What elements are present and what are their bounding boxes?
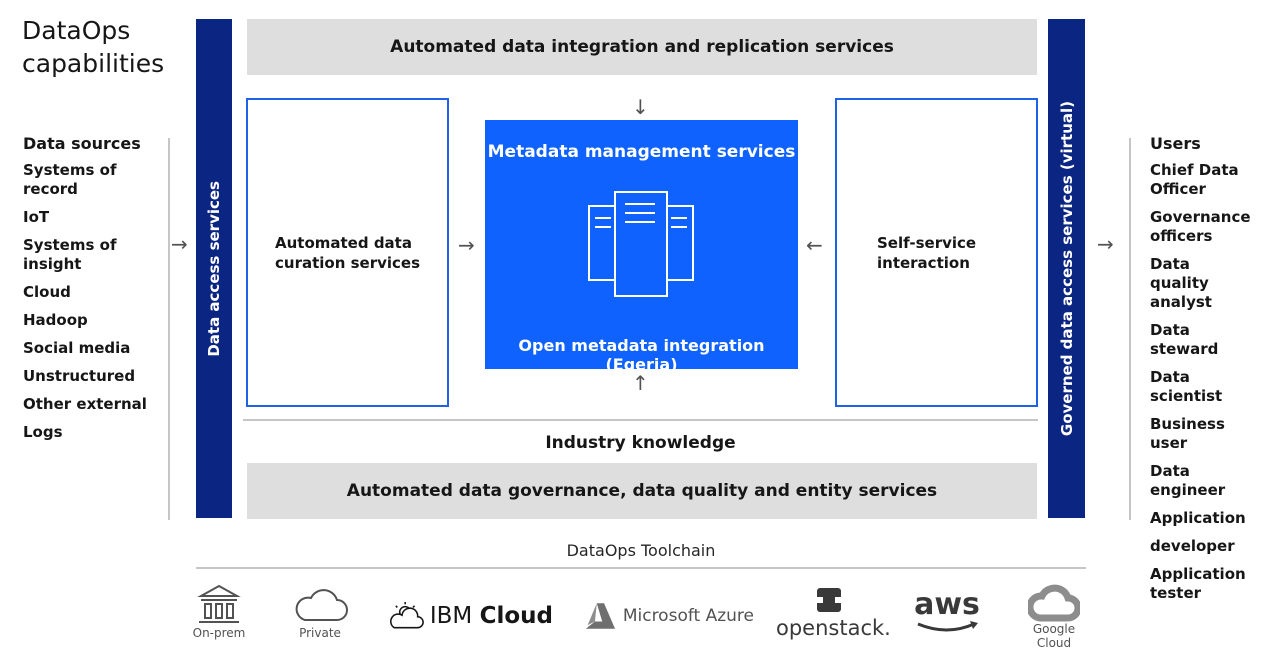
ibm-cloud-icon (390, 601, 424, 629)
azure-logo: Microsoft Azure (584, 600, 754, 632)
source-item: Social media (23, 339, 131, 357)
curation-services-label: Automated data curation services (275, 233, 421, 272)
openstack-icon (816, 588, 841, 612)
users-list: Users Chief Data Officer Governance offi… (1150, 134, 1260, 612)
openstack-text: openstack. (776, 616, 891, 640)
google-cloud-logo: Google Cloud (1016, 582, 1092, 650)
governed-access-services-label: Governed data access services (virtual) (1057, 100, 1076, 437)
aws-text: aws (914, 587, 980, 622)
source-item: Systems of insight (23, 236, 117, 273)
arrow-right-icon: → (458, 233, 475, 257)
arrow-up-icon: ↑ (632, 371, 649, 395)
governance-quality-label: Automated data governance, data quality … (346, 481, 938, 501)
governed-access-services-bar: Governed data access services (virtual) (1048, 19, 1085, 518)
arrow-left-icon: ← (806, 233, 823, 257)
arrow-right-icon: → (171, 232, 188, 256)
metadata-subtitle: Open metadata integration (Egeria) (518, 336, 765, 374)
user-item: Business user (1150, 415, 1225, 452)
user-item: Data quality analyst (1150, 255, 1212, 311)
source-item: Cloud (23, 283, 71, 301)
azure-text: Microsoft Azure (622, 606, 754, 626)
user-item: Data scientist (1150, 368, 1223, 405)
sources-divider (168, 138, 170, 520)
integration-replication-band: Automated data integration and replicati… (247, 19, 1037, 75)
self-service-box: Self-service interaction (835, 98, 1038, 407)
private-logo: Private (287, 584, 353, 640)
on-prem-logo: On-prem (190, 584, 248, 640)
page-title: DataOps capabilities (22, 16, 165, 78)
data-sources-heading: Data sources (23, 134, 141, 153)
google-cloud-text: Google Cloud (1032, 622, 1076, 650)
bank-icon (197, 584, 241, 623)
openstack-logo: openstack. (776, 586, 891, 640)
industry-divider (243, 419, 1038, 421)
users-heading: Users (1150, 134, 1201, 153)
metadata-title: Metadata management services (487, 142, 796, 162)
source-item: Logs (23, 423, 63, 441)
user-item: Application tester (1150, 565, 1246, 602)
private-text: Private (299, 626, 341, 640)
data-access-services-label: Data access services (205, 180, 223, 357)
governance-quality-band: Automated data governance, data quality … (247, 463, 1037, 519)
industry-knowledge-label: Industry knowledge (545, 433, 736, 453)
toolchain-divider (196, 567, 1086, 569)
user-item: Application (1150, 509, 1246, 527)
ibm-cloud-logo: IBM Cloud (388, 596, 553, 636)
aws-smile-icon (917, 621, 978, 632)
source-item: Other external (23, 395, 147, 413)
arrow-down-icon: ↓ (632, 95, 649, 119)
users-divider (1129, 138, 1131, 520)
metadata-management-box: Metadata management services Open metada… (485, 120, 798, 374)
source-item: Systems of record (23, 161, 117, 198)
arrow-right-icon: → (1097, 232, 1114, 256)
curation-services-box: Automated data curation services (246, 98, 449, 407)
cloud-text: Cloud (479, 603, 553, 629)
data-access-services-bar: Data access services (196, 19, 232, 518)
user-item: Chief Data Officer (1150, 161, 1239, 198)
source-item: Hadoop (23, 311, 88, 329)
user-item: Data steward (1150, 321, 1219, 358)
user-item: Governance officers (1150, 208, 1251, 245)
aws-logo: aws (908, 590, 986, 634)
user-item: developer (1150, 537, 1235, 555)
ibm-text: IBM (429, 603, 473, 629)
google-cloud-icon (1028, 584, 1080, 622)
documents-icon (588, 191, 694, 297)
user-item: Data engineer (1150, 462, 1226, 499)
source-item: IoT (23, 208, 50, 226)
source-item: Unstructured (23, 367, 136, 385)
azure-icon (585, 603, 616, 629)
cloud-icon (295, 589, 348, 621)
integration-replication-label: Automated data integration and replicati… (390, 37, 894, 57)
data-sources-list: Data sources Systems of record IoT Syste… (23, 134, 163, 451)
on-prem-text: On-prem (192, 626, 246, 640)
toolchain-label: DataOps Toolchain (566, 541, 716, 560)
self-service-label: Self-service interaction (877, 233, 977, 272)
